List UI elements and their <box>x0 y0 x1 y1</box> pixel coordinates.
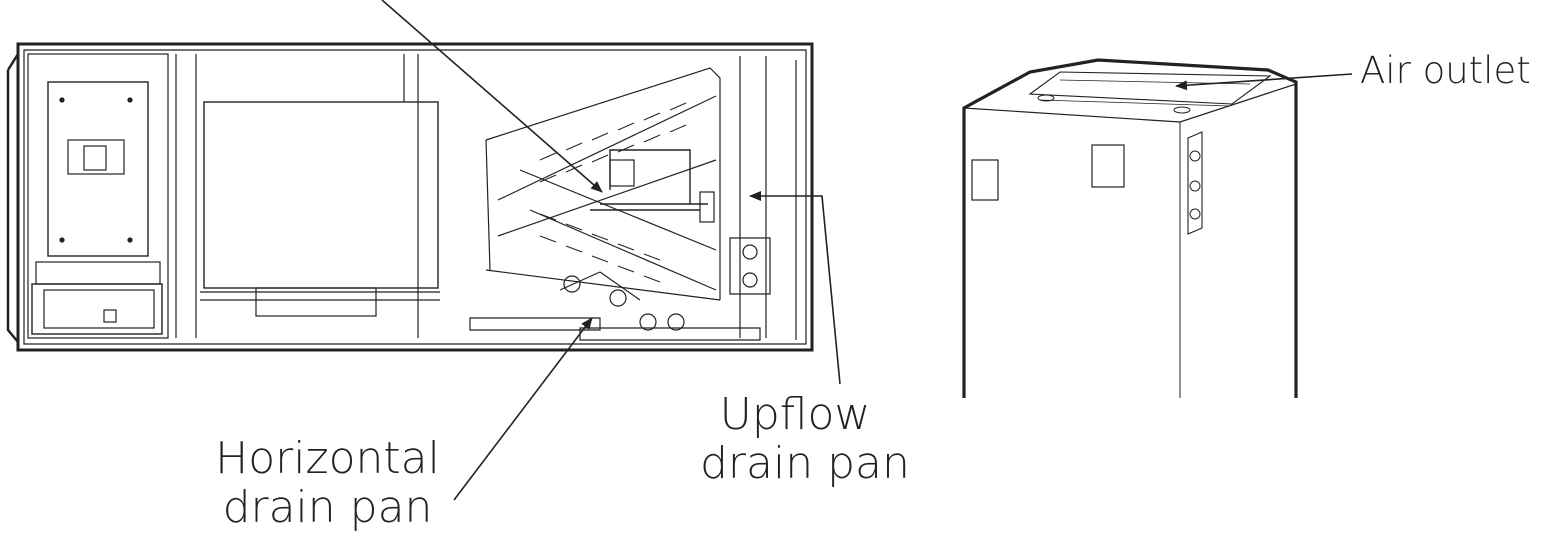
air-outlet-callout-line <box>1175 73 1353 91</box>
upflow-label-line2: drain pan <box>700 438 910 490</box>
upflow-callout-line <box>749 191 841 385</box>
horizontal-callout-line <box>453 317 593 501</box>
air-outlet-label: Air outlet <box>1360 49 1531 92</box>
callout-lines <box>381 0 1353 501</box>
upflow-label-line1: Upflow <box>719 389 871 440</box>
horizontal-unit-illustration <box>6 42 814 352</box>
horizontal-drain-pan-label: Horizontal drain pan <box>200 434 455 533</box>
upflow-drain-pan-label: Upflow drain pan <box>700 389 910 490</box>
upflow-unit-illustration <box>962 58 1298 398</box>
horizontal-label-line1: Horizontal <box>215 433 440 484</box>
horizontal-label-line2: drain pan <box>222 482 433 534</box>
coil-callout-line <box>381 0 603 193</box>
